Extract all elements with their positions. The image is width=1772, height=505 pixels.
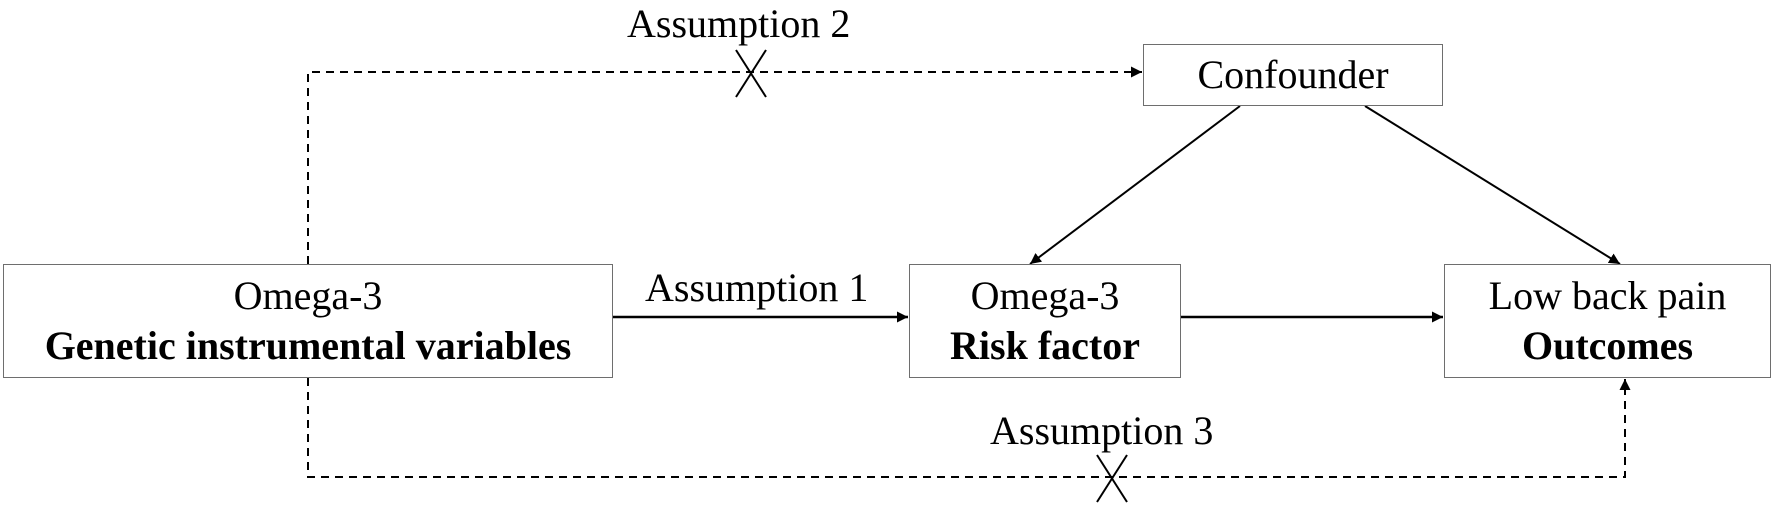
node-outcomes: Low back pain Outcomes <box>1444 264 1771 378</box>
edge-label-assumption-2: Assumption 2 <box>627 1 851 46</box>
cross-mark-assumption-2 <box>735 49 767 98</box>
edge-confounder-to-risk <box>1029 105 1241 265</box>
edge-instrument-to-outcome <box>307 378 1631 478</box>
node-confounder: Confounder <box>1143 44 1443 106</box>
node-risk-factor: Omega-3 Risk factor <box>909 264 1181 378</box>
edge-label-assumption-1: Assumption 1 <box>645 265 869 310</box>
node-risk-line1: Omega-3 <box>970 273 1120 318</box>
node-confounder-line1: Confounder <box>1197 52 1389 97</box>
edge-instrument-to-confounder <box>307 66 1142 264</box>
node-risk-line2: Risk factor <box>950 323 1140 368</box>
edge-confounder-to-outcome <box>1364 105 1621 265</box>
node-outcome-line2: Outcomes <box>1521 323 1694 368</box>
node-instrument-line1: Omega-3 <box>233 273 383 318</box>
node-outcome-line1: Low back pain <box>1488 273 1727 318</box>
edge-label-assumption-3: Assumption 3 <box>990 408 1214 453</box>
node-genetic-instrumental-variables: Omega-3 Genetic instrumental variables <box>3 264 613 378</box>
node-instrument-line2: Genetic instrumental variables <box>44 323 572 368</box>
cross-mark-assumption-3 <box>1096 454 1128 503</box>
